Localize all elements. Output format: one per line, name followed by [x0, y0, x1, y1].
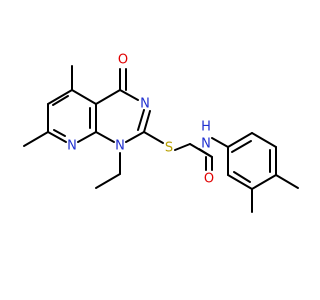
bond-c5-c4a: [71, 89, 97, 105]
bond-c2-n1: [125, 131, 145, 143]
atom-oxygen-carbonyl-ring: O: [118, 53, 128, 68]
atom-label-layer: O N N N S N H O: [67, 53, 214, 187]
bond-layer: [23, 65, 299, 213]
bond-c5-c6: [47, 89, 73, 105]
bond-carbonyl-n: [198, 148, 213, 158]
bond-n3-c2-double: [137, 109, 145, 131]
bond-ar5-ar6: [227, 174, 253, 190]
bond-c7-n8-double: [53, 129, 66, 137]
bond-c5-c6-double: [52, 95, 69, 106]
bond-nh-aryl: [211, 137, 229, 148]
bond-c2-s: [143, 131, 164, 144]
atom-nitrogen-n3: N: [140, 97, 150, 112]
bond-n1-c8a: [95, 131, 115, 143]
atom-nitrogen-n1: N: [115, 139, 125, 154]
bond-n8-c8a: [77, 131, 97, 143]
bond-c7-methyl: [23, 131, 49, 147]
molecule-structure-diagram: O N N N S N H O: [23, 53, 299, 213]
atom-sulfur: S: [165, 141, 173, 156]
bond-ar4-methyl: [275, 174, 299, 189]
bond-c7-n8: [47, 131, 67, 143]
atom-nitrogen-amide: N: [201, 137, 211, 152]
bond-ar2-ar3: [251, 132, 277, 148]
bond-ethyl-ch3: [95, 173, 121, 189]
atom-nitrogen-n8: N: [67, 139, 77, 154]
atom-hydrogen-amide: H: [201, 120, 211, 135]
bond-c4a-c4: [95, 89, 121, 105]
bond-s-ch2: [174, 143, 191, 151]
bond-ar4-ar5: [251, 174, 277, 190]
bond-n3-c2: [143, 110, 151, 133]
bond-c4-n3: [119, 89, 139, 101]
bond-ar1-ar2-double: [231, 140, 252, 153]
bond-ar5-ar6-double: [233, 171, 251, 183]
bond-ar1-ar2: [227, 132, 253, 148]
atom-oxygen-amide: O: [204, 172, 214, 187]
